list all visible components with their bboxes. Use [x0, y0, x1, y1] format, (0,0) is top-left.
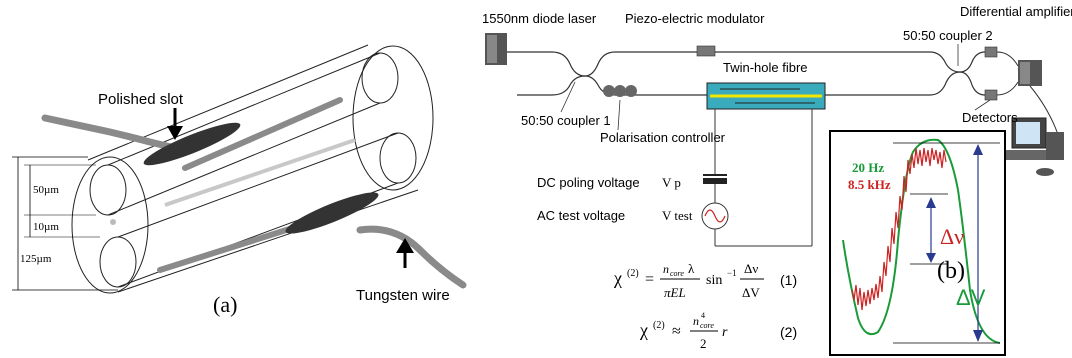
svg-text:(2): (2) — [627, 268, 639, 279]
fast-modulation-curve — [851, 147, 947, 311]
svg-text:−1: −1 — [727, 268, 737, 278]
dc-voltage-label: DC poling voltage — [537, 175, 640, 190]
freq-20hz-label: 20 Hz — [852, 160, 884, 175]
equation-2: χ (2) ≈ n core 4 2 r — [639, 311, 728, 351]
svg-text:χ: χ — [639, 320, 648, 340]
coupler1-label: 50:50 coupler 1 — [521, 113, 611, 128]
polished-slot-bottom — [285, 192, 379, 234]
vp-label: V p — [662, 175, 681, 190]
laser-label: 1550nm diode laser — [482, 11, 597, 26]
dim-50um-label: 50µm — [33, 184, 59, 196]
svg-text:core: core — [700, 321, 714, 330]
freq-8-5khz-label: 8.5 kHz — [848, 177, 891, 192]
diff-amp-label: Differential amplifier — [960, 4, 1072, 19]
ac-voltage-label: AC test voltage — [537, 208, 625, 223]
eq1-number: (1) — [780, 272, 797, 288]
delta-nu-label: Δν — [940, 224, 964, 249]
setup-schematic — [485, 33, 1064, 247]
polished-slot-top — [143, 122, 241, 166]
twin-hole-label: Twin-hole fibre — [723, 60, 808, 75]
panel-a-label: (a) — [213, 292, 237, 317]
fibre-cross-section-diagram — [12, 44, 467, 294]
svg-text:n: n — [693, 314, 699, 328]
svg-text:ΔV: ΔV — [742, 285, 760, 300]
vtest-label: V test — [662, 208, 693, 223]
equation-1: χ (2) = n core λ πEL sin −1 Δν ΔV — [613, 261, 764, 300]
svg-text:≈: ≈ — [672, 323, 681, 340]
svg-text:λ: λ — [688, 261, 695, 276]
svg-text:(2): (2) — [653, 320, 665, 331]
svg-text:core: core — [670, 269, 684, 278]
svg-text:πEL: πEL — [664, 285, 686, 300]
coupler2-label: 50:50 coupler 2 — [903, 28, 993, 43]
svg-text:sin: sin — [706, 273, 722, 288]
computer-icon — [1006, 117, 1064, 176]
modulator-box — [696, 45, 716, 57]
svg-text:r: r — [722, 325, 728, 340]
pol-controller-label: Polarisation controller — [600, 130, 726, 145]
slow-signal-curve — [842, 138, 1001, 344]
tungsten-wire-label: Tungsten wire — [356, 287, 450, 304]
svg-text:4: 4 — [701, 311, 705, 320]
svg-text:2: 2 — [700, 336, 707, 351]
svg-text:Δν: Δν — [744, 261, 758, 276]
detectors-label: Detectors — [962, 110, 1018, 125]
dim-125um-label: 125µm — [20, 253, 52, 265]
dim-10um-label: 10µm — [33, 221, 59, 233]
delta-v-label: ΔV — [956, 285, 986, 310]
polished-slot-label: Polished slot — [98, 91, 184, 108]
svg-text:χ: χ — [613, 268, 622, 288]
svg-text:n: n — [663, 262, 669, 276]
eq2-number: (2) — [780, 324, 797, 340]
panel-b-label: (b) — [937, 258, 965, 284]
modulator-label: Piezo-electric modulator — [625, 11, 765, 26]
svg-text:=: = — [645, 271, 654, 288]
